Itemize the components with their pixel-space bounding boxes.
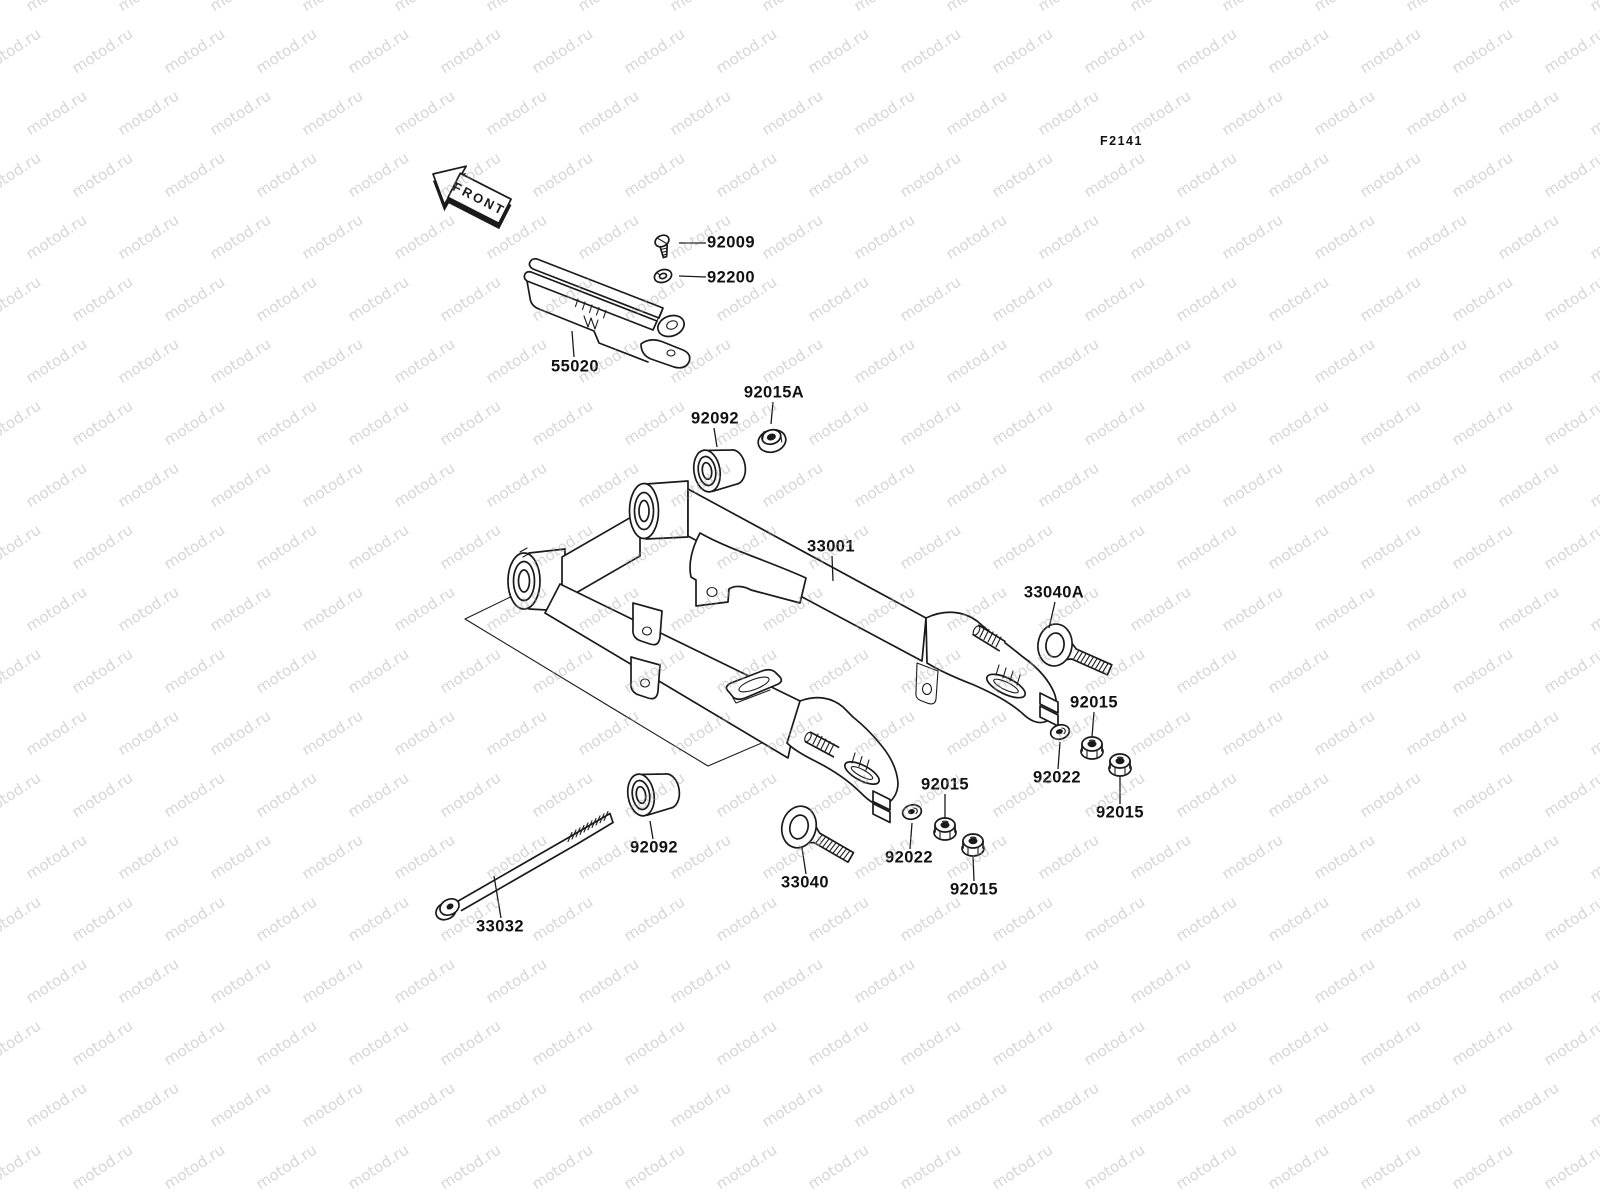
leader-line — [801, 847, 807, 875]
swingarm-cross-brace — [689, 532, 807, 607]
leader-line — [713, 427, 718, 448]
leader-line — [649, 820, 654, 840]
leader-line — [571, 330, 575, 358]
part-number-label: 92015A — [743, 383, 805, 402]
part-number-label: 92015 — [1096, 803, 1144, 822]
swingarm-right-arm — [687, 488, 927, 662]
leader-line — [972, 855, 975, 882]
part-number-label: 33001 — [807, 537, 855, 556]
swingarm-left-arm — [544, 583, 801, 759]
part-number-label: 55020 — [551, 357, 599, 376]
swingarm-right-end-bracket — [915, 611, 1059, 727]
part-number-label: 92200 — [707, 268, 755, 287]
leader-line — [678, 275, 707, 278]
leader-line — [1057, 741, 1061, 770]
part-number-label: 92092 — [691, 409, 739, 428]
swingarm-mount-tabs — [630, 602, 663, 700]
part-number-label: 92022 — [885, 848, 933, 867]
part-number-label: 92015 — [921, 775, 969, 794]
swingarm-pivot-tube — [507, 480, 689, 612]
swingarm-left-end-bracket — [786, 696, 899, 824]
leader-line — [493, 875, 502, 919]
part-number-label: 92022 — [1033, 768, 1081, 787]
leader-line — [831, 555, 834, 582]
swingarm-chain-guide-loop — [725, 668, 783, 704]
leader-line — [1091, 711, 1095, 738]
pivot-bolt-33032-drawing — [435, 810, 614, 921]
part-number-label: 33032 — [476, 917, 524, 936]
part-number-label: 92009 — [707, 233, 755, 252]
chain-slider-55020-drawing — [523, 257, 691, 369]
part-number-label: 92092 — [630, 838, 678, 857]
leader-line — [770, 401, 774, 425]
part-number-label: 92015 — [950, 880, 998, 899]
part-number-label: 33040A — [1023, 583, 1085, 602]
part-number-label: 92015 — [1070, 693, 1118, 712]
part-number-label: 33040 — [781, 873, 829, 892]
leader-line — [909, 822, 913, 850]
figure-code: F2141 — [1100, 134, 1143, 148]
leader-line — [1048, 601, 1056, 629]
